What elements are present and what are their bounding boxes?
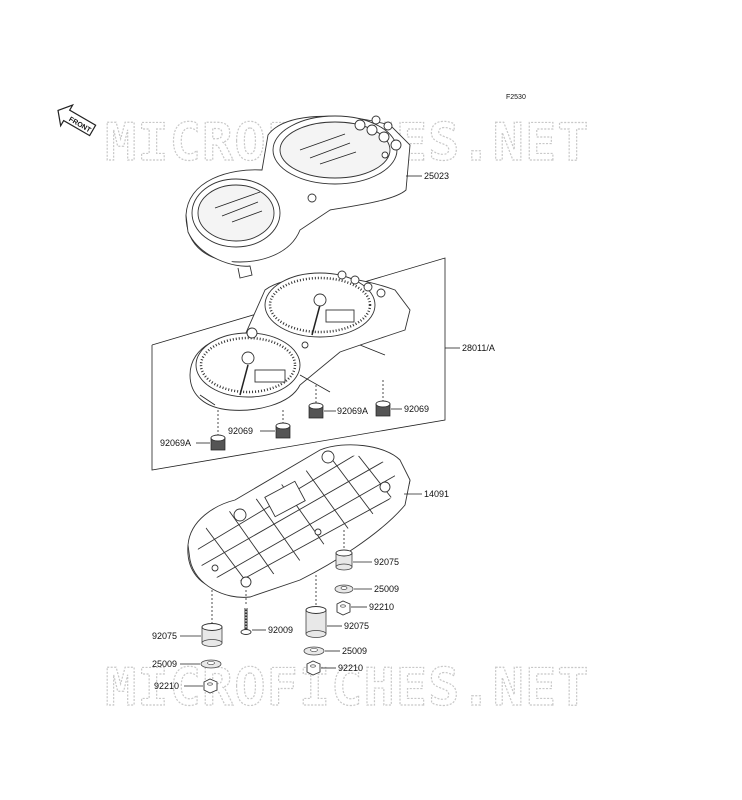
callout-25009-left: 25009	[152, 659, 177, 669]
callout-92075-mid: 92075	[344, 621, 369, 631]
callout-92069-mid: 92069	[228, 426, 253, 436]
callout-14091: 14091	[424, 489, 449, 499]
figure-code: F2530	[506, 94, 526, 101]
watermark-bottom: MICROFICHES.NET	[105, 658, 590, 718]
callout-92075-right: 92075	[374, 557, 399, 567]
screw-92069A-right	[308, 385, 324, 419]
callout-92210-mid: 92210	[338, 663, 363, 673]
callout-92069A-left: 92069A	[160, 438, 191, 448]
meter-assembly-28011A	[189, 270, 411, 411]
screw-92069-right	[375, 380, 391, 417]
front-arrow-icon: FRONT	[57, 103, 97, 137]
callout-92069-right: 92069	[404, 404, 429, 414]
callout-92069A-right: 92069A	[337, 406, 368, 416]
nut-92210-right	[336, 600, 351, 616]
collar-25009-left	[200, 659, 222, 669]
callout-25023: 25023	[424, 171, 449, 181]
callout-25009-right: 25009	[374, 584, 399, 594]
nut-92210-left	[203, 678, 218, 694]
meter-cover-25023	[185, 115, 411, 279]
callout-92009: 92009	[268, 625, 293, 635]
grommet-92075-left	[201, 623, 223, 647]
callout-92210-left: 92210	[154, 681, 179, 691]
collar-25009-mid	[303, 646, 325, 656]
meter-case-14091	[187, 444, 411, 598]
grommet-92075-right	[335, 549, 353, 571]
callout-92075-left: 92075	[152, 631, 177, 641]
grommet-92075-mid	[305, 606, 327, 638]
screw-92069A-left	[210, 410, 226, 451]
screw-92069-mid	[275, 410, 291, 439]
callout-92210-right: 92210	[369, 602, 394, 612]
callout-25009-mid: 25009	[342, 646, 367, 656]
collar-25009-right	[334, 584, 354, 594]
screw-92009	[240, 608, 252, 635]
callout-28011A: 28011/A	[462, 343, 495, 353]
nut-92210-mid	[306, 660, 321, 676]
